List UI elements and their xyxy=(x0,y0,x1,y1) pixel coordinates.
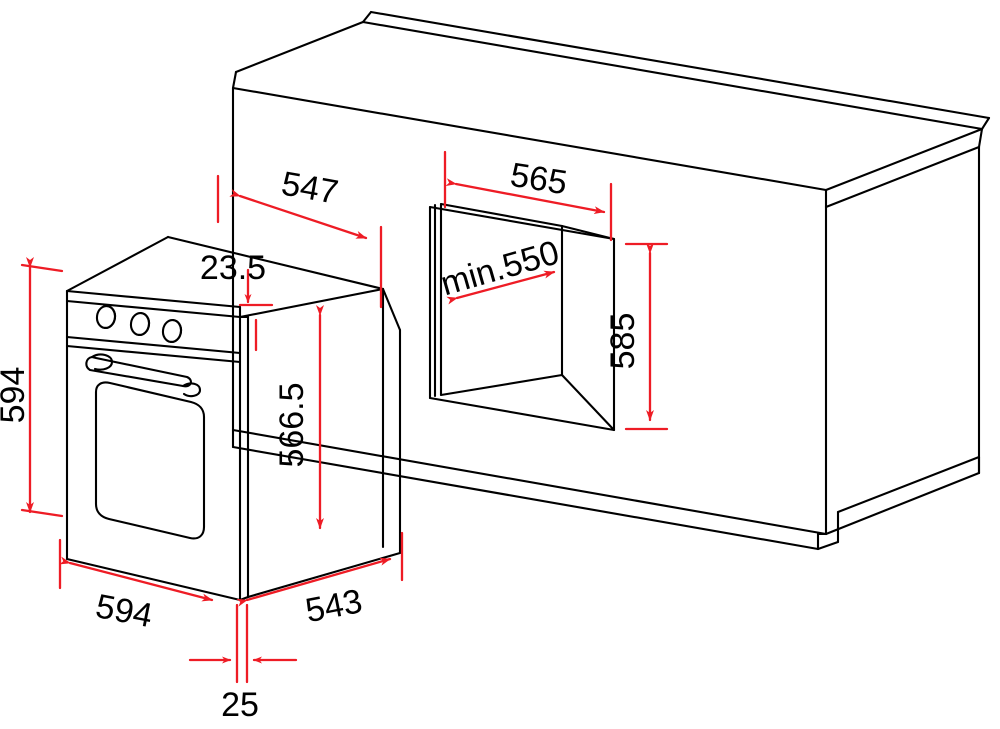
countertop-back-left-edge xyxy=(234,20,365,74)
niche-ceiling-right xyxy=(560,224,616,241)
cabinet-unit xyxy=(231,10,991,551)
knob-3-indicator xyxy=(169,319,183,343)
handle-right-mount xyxy=(181,382,202,398)
dim-oven-width-line xyxy=(59,556,214,602)
countertop-right-slope xyxy=(824,127,984,192)
dim-side-depth-line xyxy=(236,557,392,607)
dim-label-top-offset: 23.5 xyxy=(200,249,266,287)
control-panel-lower-line xyxy=(65,335,242,355)
plinth-right-return xyxy=(816,540,840,551)
knob-1-indicator xyxy=(103,305,117,329)
oven-fascia-top-edge xyxy=(65,299,242,319)
oven-appliance xyxy=(65,235,402,602)
backsplash-front-edge xyxy=(361,20,984,131)
oven-fascia-top-back xyxy=(65,289,242,309)
niche-floor-front xyxy=(439,373,564,397)
dim-oven-height-tick-bottom xyxy=(20,508,64,518)
carcass-right-side-bottom xyxy=(824,471,981,536)
niche-interior-top-left xyxy=(439,202,564,228)
oven-door-window xyxy=(94,381,206,540)
knob-2-indicator xyxy=(137,312,151,336)
dim-label-niche-height: 585 xyxy=(604,313,642,370)
dim-label-fascia-thickness: 25 xyxy=(221,686,259,724)
control-knobs xyxy=(95,304,183,344)
dim-oven-height-tick-top xyxy=(20,263,64,273)
plinth-right-upper xyxy=(836,455,981,514)
backsplash-left-cap xyxy=(361,10,373,24)
niche-frame-top xyxy=(428,205,616,241)
backsplash-top-edge xyxy=(369,10,991,120)
dim-label-niche-width: 565 xyxy=(508,156,570,202)
oven-door-handle xyxy=(85,353,202,398)
countertop-right-cap xyxy=(977,127,984,149)
oven-top-front-left xyxy=(65,235,170,293)
oven-fascia-bottom-edge xyxy=(65,557,242,602)
dim-label-side-depth: 543 xyxy=(302,582,365,630)
countertop-front-edge xyxy=(231,86,828,192)
dim-oven-depth-line xyxy=(229,189,368,240)
dim-label-body-height: 566.5 xyxy=(273,382,311,467)
dim-label-oven-height: 594 xyxy=(0,367,32,424)
dim-niche-depth-line xyxy=(446,270,556,305)
niche-frame-bottom xyxy=(428,396,616,432)
plinth-front-lower xyxy=(231,445,820,551)
dim-niche-width-line xyxy=(445,178,606,215)
countertop-left-cap xyxy=(231,70,238,90)
niche-floor-right xyxy=(560,373,616,432)
carcass-bottom-front xyxy=(231,428,828,536)
countertop-front-right-slope xyxy=(824,145,981,209)
handle-left-mount xyxy=(90,353,114,371)
oven-top-right-slope xyxy=(238,287,385,319)
control-panel-lower-line-2 xyxy=(65,344,242,364)
dimension-annotations xyxy=(20,150,669,684)
oven-body-side-top-slope xyxy=(381,287,402,332)
dim-label-oven-width: 594 xyxy=(93,587,156,635)
backsplash-right-cap xyxy=(980,116,991,131)
dim-label-oven-depth: 547 xyxy=(279,165,341,212)
oven-top-back-right xyxy=(166,235,385,291)
dim-label-niche-depth: min.550 xyxy=(437,233,564,303)
